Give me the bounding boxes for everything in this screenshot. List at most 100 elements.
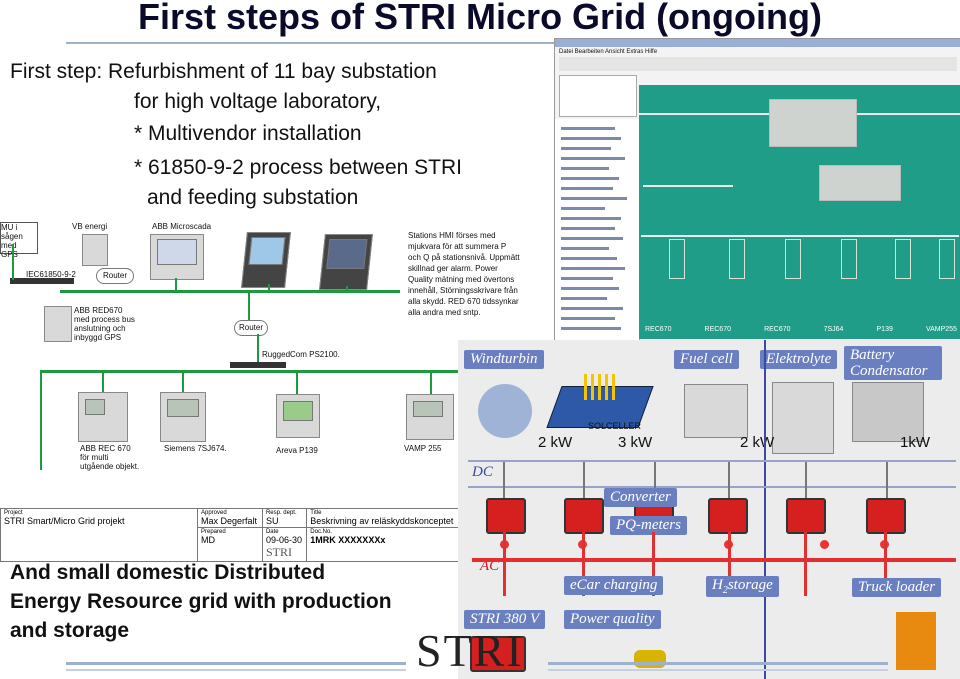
laptop1-icon xyxy=(241,232,291,288)
left-bus-drop xyxy=(40,370,42,470)
approved-value: Max Degerfalt xyxy=(201,516,258,526)
resp-value: SU xyxy=(265,516,279,526)
intro-line-4: * 61850-9-2 process between STRI xyxy=(134,156,463,179)
ac-drop xyxy=(884,532,887,596)
ac-label: AC xyxy=(480,558,500,574)
battery-tag: Battery Condensator xyxy=(844,346,942,380)
switch-icon xyxy=(10,278,74,284)
hmi-note: Stations HMI förses med mjukvara för att… xyxy=(408,231,520,317)
ruggedcom-drop xyxy=(257,334,259,362)
ac-drop xyxy=(804,532,807,596)
resp-header: Resp. dept. xyxy=(265,510,297,516)
divider-line xyxy=(764,340,766,679)
windturbin-tag: Windturbin xyxy=(464,350,544,369)
approved-header: Approved xyxy=(201,510,227,516)
scada-screenshot: Datei Bearbeiten Ansicht Extras Hilfe xyxy=(554,38,960,342)
router1-label: Router xyxy=(102,271,127,280)
ruggedcom-label: RuggedCom PS2100. xyxy=(262,350,340,359)
kw-fuel-cell: 2 kW xyxy=(740,434,775,451)
bay-label: VAMP255 xyxy=(925,326,957,333)
mu-box: MU i sågen med GPS xyxy=(0,222,38,259)
network-diagram: MU i sågen med GPS VB energi ABB Microsc… xyxy=(0,218,524,558)
kw-windturbin: 2 kW xyxy=(538,434,573,451)
dc-drop xyxy=(503,462,505,500)
project-header: Project xyxy=(4,510,23,516)
pq-meter-pin xyxy=(820,540,829,549)
rec670-device-icon xyxy=(78,392,128,442)
outro-line-3: and storage xyxy=(10,619,130,642)
outro-line-1: And small domestic Distributed xyxy=(10,561,326,584)
inverter-icon xyxy=(708,498,748,534)
kw-battery: 1kW xyxy=(900,434,930,451)
mu-drop xyxy=(12,244,14,280)
forklift-icon xyxy=(896,612,936,670)
footer-rule-left-2 xyxy=(66,669,406,671)
areva-drop xyxy=(296,370,298,394)
footer-rule-right-2 xyxy=(548,669,888,671)
ac-drop xyxy=(582,532,585,596)
scada-menu: Datei Bearbeiten Ansicht Extras Hilfe xyxy=(559,49,658,55)
dc-drop xyxy=(805,462,807,500)
ac-drop xyxy=(503,532,506,596)
red670-device-icon xyxy=(44,306,72,342)
router2-icon: Router xyxy=(234,320,268,336)
mu-label: MU i sågen med GPS xyxy=(1,223,23,259)
ac-bus xyxy=(472,558,956,562)
ecar-tag: eCar charging xyxy=(564,576,664,595)
truck-loader-tag: Truck loader xyxy=(852,578,942,597)
router2-drop xyxy=(248,292,250,320)
page-title: First steps of STRI Micro Grid (ongoing) xyxy=(138,0,822,37)
areva-device-icon xyxy=(276,394,320,438)
prepared-value: MD xyxy=(201,535,215,545)
battery-icon xyxy=(852,382,924,442)
laptop2-drop xyxy=(346,286,348,292)
vb-energi-label: VB energi xyxy=(72,222,108,231)
footer-rule-right xyxy=(548,662,888,665)
inverter-icon xyxy=(786,498,826,534)
microscada-pc-icon xyxy=(150,234,204,280)
vamp-drop xyxy=(430,370,432,394)
vb-energi-pc-icon xyxy=(82,234,108,266)
ac-drop xyxy=(728,532,731,596)
inverter-icon xyxy=(486,498,526,534)
converter-tag: Converter xyxy=(604,488,677,507)
power-quality-tag: Power quality xyxy=(564,610,661,629)
router2-label: Router xyxy=(238,323,263,332)
dc-bus xyxy=(468,460,956,462)
sun-rays-icon xyxy=(584,374,618,400)
fuel-cell-icon xyxy=(684,384,748,438)
bay-label: REC670 xyxy=(764,326,791,333)
areva-label: Areva P139 xyxy=(276,446,318,455)
dc-drop xyxy=(654,462,656,500)
scada-palette xyxy=(559,75,637,117)
h2-subscript: 2 xyxy=(722,585,728,596)
stri-logo: STRI xyxy=(416,625,524,676)
scada-titlebar xyxy=(555,39,960,47)
scada-single-line-diagram: REC670 REC670 REC670 7SJ64 P139 VAMP255 xyxy=(639,85,960,339)
elektrolyte-tag: Elektrolyte xyxy=(760,350,838,369)
laptop1-drop xyxy=(268,284,270,292)
microgrid-illustration: Windturbin Fuel cell Elektrolyte Battery… xyxy=(458,340,960,679)
ruggedcom-switch-icon xyxy=(230,362,286,368)
scada-tree xyxy=(555,119,640,340)
vamp-label: VAMP 255 xyxy=(404,444,442,453)
router1-icon: Router xyxy=(96,268,134,284)
outro-line-2: Energy Resource grid with production xyxy=(10,590,392,613)
inverter-icon xyxy=(866,498,906,534)
ac-drop xyxy=(652,532,655,596)
intro-line-5: and feeding substation xyxy=(147,186,359,209)
doc-title-header: Title xyxy=(310,510,322,516)
iec-label: IEC61850-9-2 xyxy=(26,270,76,279)
ups-icon xyxy=(470,636,526,672)
stri380-tag: STRI 380 V xyxy=(464,610,546,629)
kw-solceller: 3 kW xyxy=(618,434,653,451)
scada-drop xyxy=(175,278,177,292)
fuel-cell-tag: Fuel cell xyxy=(674,350,739,369)
rec670-label: ABB REC 670 för multi utgående objekt. xyxy=(80,444,140,471)
pq-meters-tag: PQ-meters xyxy=(610,516,687,535)
dc-drop xyxy=(728,462,730,500)
scada-toolbar xyxy=(559,57,957,71)
outro-text: And small domestic Distributed Energy Re… xyxy=(10,558,392,645)
red670-label: ABB RED670 med process bus anslutning oc… xyxy=(74,306,135,342)
bay-label: REC670 xyxy=(704,326,731,333)
